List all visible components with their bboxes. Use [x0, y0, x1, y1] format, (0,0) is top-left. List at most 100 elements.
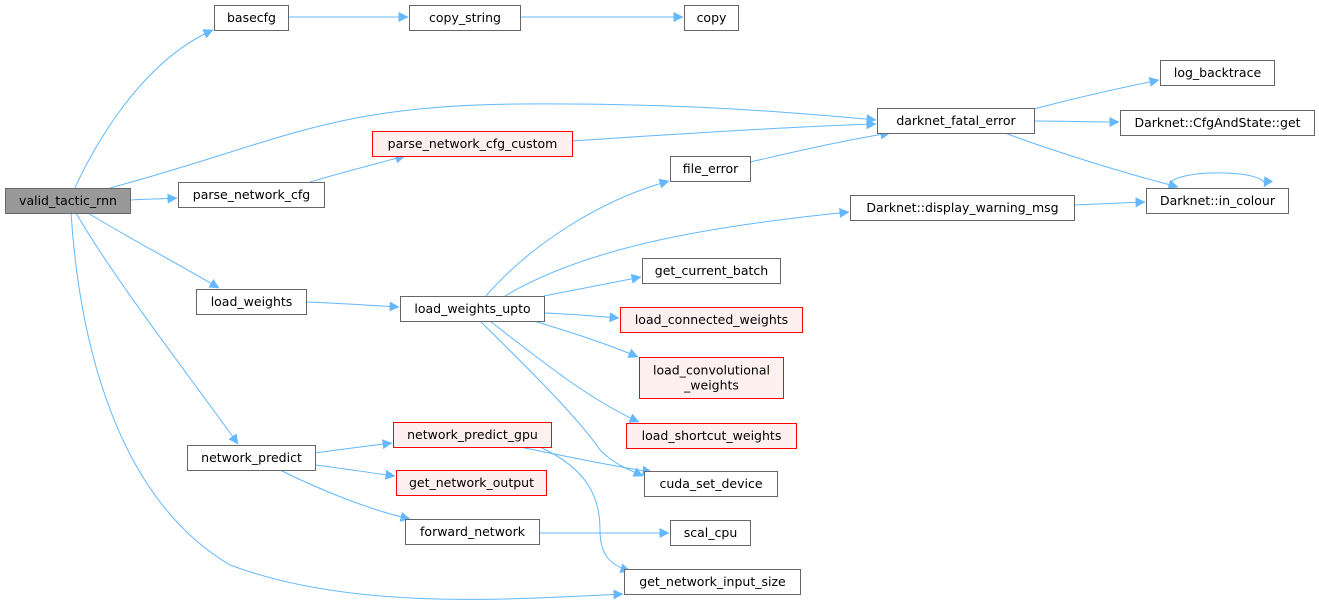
edge-darknet_fatal_error-to-in_colour — [1004, 132, 1179, 190]
node-label: cuda_set_device — [659, 476, 762, 491]
edge-load_weights_upto-to-file_error — [485, 178, 670, 297]
edge-path — [1169, 172, 1274, 189]
node-file_error[interactable]: file_error — [670, 156, 751, 182]
edge-path — [1033, 77, 1160, 110]
node-copy[interactable]: copy — [684, 5, 739, 31]
node-load_connected_weights[interactable]: load_connected_weights — [620, 307, 803, 333]
node-network_predict_gpu[interactable]: network_predict_gpu — [393, 422, 552, 448]
edge-path — [314, 439, 393, 454]
edge-path — [504, 207, 850, 297]
node-label: parse_network_cfg_custom — [388, 136, 558, 151]
edge-path — [1073, 197, 1146, 208]
node-box — [5, 188, 131, 214]
edge-path — [129, 193, 178, 204]
node-in_colour[interactable]: Darknet::in_colour — [1146, 188, 1289, 214]
edge-path — [749, 129, 891, 163]
node-label: copy_string — [429, 10, 501, 25]
edge-path — [543, 273, 642, 297]
node-label: Darknet::display_warning_msg — [866, 200, 1058, 215]
node-get_network_output[interactable]: get_network_output — [396, 470, 547, 496]
node-box — [187, 445, 316, 471]
node-label: Darknet::CfgAndState::get — [1134, 115, 1300, 130]
edge-network_predict-to-network_predict_gpu — [314, 439, 393, 454]
edge-path — [87, 212, 220, 289]
edge-darknet_fatal_error-to-cfg_get — [1033, 116, 1120, 127]
node-parse_network_cfg_custom[interactable]: parse_network_cfg_custom — [372, 131, 573, 157]
edge-path — [75, 212, 239, 445]
edge-path — [1033, 116, 1120, 127]
edge-network_predict-to-forward_network — [279, 469, 411, 522]
edge-valid_tactic_rnn-to-network_predict — [75, 212, 239, 445]
node-forward_network[interactable]: forward_network — [405, 519, 540, 545]
node-box — [1146, 188, 1289, 214]
node-box — [642, 258, 781, 284]
node-get_current_batch[interactable]: get_current_batch — [642, 258, 781, 284]
node-load_convolutional_weights[interactable]: load_convolutional_weights — [639, 357, 784, 399]
edge-path — [309, 153, 406, 183]
edge-path — [519, 446, 653, 476]
edge-path — [571, 119, 877, 142]
edge-path — [489, 320, 640, 423]
node-box — [393, 422, 552, 448]
node-darknet_fatal_error[interactable]: darknet_fatal_error — [877, 108, 1035, 134]
edge-path — [485, 178, 670, 297]
node-box — [1160, 60, 1275, 86]
node-label: log_backtrace — [1174, 65, 1262, 80]
node-box — [877, 108, 1035, 134]
edge-load_weights_upto-to-load_connected_weights — [543, 312, 620, 323]
node-load_shortcut_weights[interactable]: load_shortcut_weights — [626, 423, 797, 449]
edge-path — [1004, 132, 1179, 190]
node-box — [400, 296, 545, 322]
node-box — [644, 471, 778, 497]
node-label: Darknet::in_colour — [1160, 193, 1276, 208]
node-basecfg[interactable]: basecfg — [214, 5, 289, 31]
edge-path — [305, 301, 400, 312]
node-box — [624, 569, 801, 595]
edge-load_weights_upto-to-load_shortcut_weights — [489, 320, 640, 423]
edge-path — [74, 29, 214, 189]
edge-valid_tactic_rnn-to-parse_network_cfg — [129, 193, 178, 204]
node-get_network_input_size[interactable]: get_network_input_size — [624, 569, 801, 595]
edge-path — [314, 464, 396, 480]
node-box — [620, 307, 803, 333]
node-scal_cpu[interactable]: scal_cpu — [670, 520, 751, 546]
node-cfg_get[interactable]: Darknet::CfgAndState::get — [1120, 110, 1315, 136]
edge-valid_tactic_rnn-to-get_network_input_size — [70, 212, 624, 600]
node-box — [405, 519, 540, 545]
edge-darknet_fatal_error-to-log_backtrace — [1033, 77, 1160, 110]
node-display_warning_msg[interactable]: Darknet::display_warning_msg — [850, 195, 1075, 221]
node-label: get_current_batch — [655, 263, 768, 278]
node-label: darknet_fatal_error — [896, 113, 1016, 128]
node-box — [626, 423, 797, 449]
node-box — [1120, 110, 1315, 136]
node-label: load_connected_weights — [635, 312, 788, 327]
node-label: get_network_input_size — [639, 574, 786, 589]
edge-network_predict_gpu-to-get_network_input_size — [539, 446, 631, 574]
edge-parse_network_cfg_custom-to-darknet_fatal_error — [571, 119, 877, 142]
node-label: load_convolutional — [653, 363, 770, 378]
edge-path — [109, 103, 877, 189]
node-cuda_set_device[interactable]: cuda_set_device — [644, 471, 778, 497]
node-copy_string[interactable]: copy_string — [409, 5, 521, 31]
node-box — [396, 470, 547, 496]
edge-path — [543, 312, 620, 323]
node-label: load_weights_upto — [414, 301, 530, 316]
node-box — [409, 5, 521, 31]
node-label: get_network_output — [409, 475, 534, 490]
edge-load_weights_upto-to-get_current_batch — [543, 273, 642, 297]
node-parse_network_cfg[interactable]: parse_network_cfg — [178, 182, 325, 208]
edge-load_weights_upto-to-cuda_set_device — [479, 320, 644, 477]
edge-path — [279, 469, 411, 522]
node-load_weights[interactable]: load_weights — [196, 289, 307, 315]
node-log_backtrace[interactable]: log_backtrace — [1160, 60, 1275, 86]
node-network_predict[interactable]: network_predict — [187, 445, 316, 471]
node-valid_tactic_rnn[interactable]: valid_tactic_rnn — [5, 188, 131, 214]
node-label: parse_network_cfg — [193, 187, 310, 202]
edge-load_weights-to-load_weights_upto — [305, 301, 400, 312]
node-load_weights_upto[interactable]: load_weights_upto — [400, 296, 545, 322]
edge-file_error-to-darknet_fatal_error — [749, 129, 891, 163]
edge-in_colour-to-in_colour — [1169, 172, 1274, 189]
node-label: scal_cpu — [684, 525, 738, 540]
node-label: copy — [697, 10, 727, 25]
